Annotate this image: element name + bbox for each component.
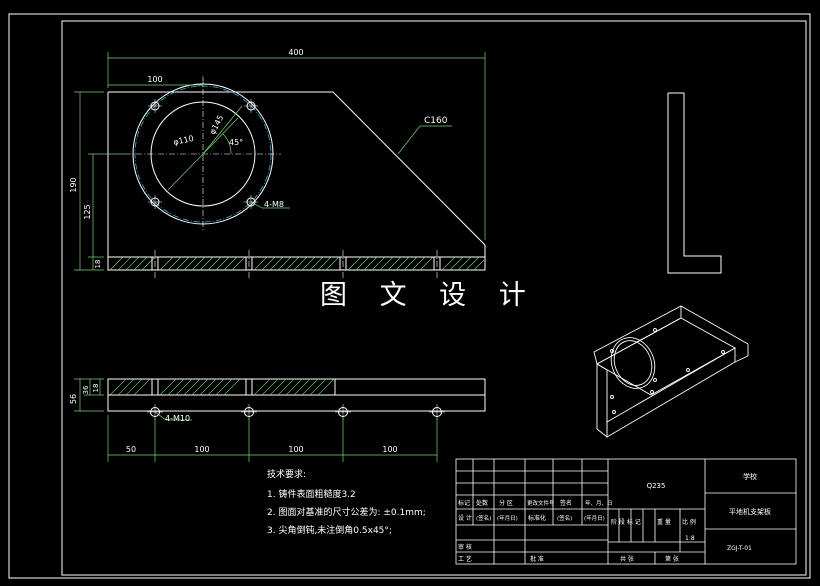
rev-h4: 签名 xyxy=(560,499,572,507)
dim-bot-100a: 100 xyxy=(194,445,209,454)
dim-base-thick: 18 xyxy=(94,260,102,269)
stage-label: 阶 段 标 记 xyxy=(611,518,641,526)
sheet-total: 共 张 xyxy=(620,555,634,563)
row2-1: (签名) xyxy=(476,514,491,522)
title-block xyxy=(455,458,797,565)
part-name: 平地机支架板 xyxy=(729,507,771,516)
dim-m10-holes: 4-M10 xyxy=(165,414,190,423)
m10-hole-crosses xyxy=(147,404,445,420)
rev-h1: 处数 xyxy=(476,499,488,507)
row2-2: (年月日) xyxy=(497,514,518,522)
base-holes xyxy=(151,257,441,270)
rev-h3: 更改文件号 xyxy=(527,499,555,507)
base-centerlines xyxy=(154,250,438,278)
dim-top-width: 400 xyxy=(288,48,303,57)
row2-0: 设 计 xyxy=(458,514,472,522)
dim-bot-18: 18 xyxy=(92,384,100,393)
drawing-no: ZGJ-T-01 xyxy=(727,545,752,552)
watermark-text: 图 文 设 计 xyxy=(320,280,538,311)
approve-label: 批 准 xyxy=(530,555,544,563)
technical-notes: 技术要求: 1. 铸件表面粗糙度3.2 2. 图面对基准的尺寸公差为: ±0.1… xyxy=(267,468,426,536)
dim-bot-50: 50 xyxy=(126,445,136,454)
side-view xyxy=(667,92,722,274)
sheet-no: 第 张 xyxy=(665,555,679,563)
material-value: Q235 xyxy=(647,482,666,490)
outer-frame xyxy=(8,13,811,579)
row2-3: 标准化 xyxy=(528,514,546,522)
row2-5: (年月日) xyxy=(584,514,605,522)
dim-top-left: 100 xyxy=(147,75,162,84)
rev-h0: 标记 xyxy=(458,499,470,507)
bottom-dimension-lines xyxy=(74,378,438,462)
note-3: 3. 尖角倒钝,未注倒角0.5x45°; xyxy=(267,524,392,536)
dim-chamfer: C160 xyxy=(424,116,448,126)
bottom-view: 56 36 18 4-M10 50 100 100 100 xyxy=(69,378,486,462)
process-label: 工 艺 xyxy=(458,555,472,563)
scale-value: 1:8 xyxy=(685,535,695,542)
isometric-view xyxy=(593,305,749,438)
diameter-leaders xyxy=(167,105,243,191)
review-label: 审 核 xyxy=(458,543,472,551)
title-block-text: 标记 处数 分 区 更改文件号 签名 年、月、日 设 计 (签名) (年月日) … xyxy=(458,472,771,563)
row2-4: (签名) xyxy=(557,514,572,522)
company-value: 学校 xyxy=(743,472,757,481)
m10-holes xyxy=(150,407,442,417)
scale-label: 比 例 xyxy=(682,518,696,526)
bottom-hole-edges xyxy=(151,379,253,395)
note-2: 2. 图面对基准的尺寸公差为: ±0.1mm; xyxy=(267,506,426,518)
rev-h2: 分 区 xyxy=(499,499,513,507)
notes-title: 技术要求: xyxy=(267,468,306,480)
dim-m8-holes: 4-M8 xyxy=(264,200,284,209)
dim-bot-100b: 100 xyxy=(288,445,303,454)
dimension-lines xyxy=(74,52,486,271)
dim-bot-100c: 100 xyxy=(382,445,397,454)
weight-label: 重 量 xyxy=(657,518,671,526)
base-hatch xyxy=(109,256,485,271)
inner-frame xyxy=(61,20,807,576)
rev-h5: 年、月、日 xyxy=(585,499,613,507)
dim-bot-56: 56 xyxy=(69,394,78,404)
front-view: 400 100 C160 190 125 18 φ110 φ145 45° 4-… xyxy=(69,48,486,278)
hole-centerlines xyxy=(125,78,281,232)
dim-height-total: 190 xyxy=(69,177,78,192)
bottom-hatch xyxy=(109,378,335,396)
dim-dia-pcd: φ145 xyxy=(208,114,226,136)
dim-angle: 45° xyxy=(229,138,243,147)
dim-height-hole: 125 xyxy=(83,204,92,219)
dim-bot-36: 36 xyxy=(82,385,90,394)
dim-dia-circle: φ110 xyxy=(173,134,195,147)
note-1: 1. 铸件表面粗糙度3.2 xyxy=(267,488,356,500)
